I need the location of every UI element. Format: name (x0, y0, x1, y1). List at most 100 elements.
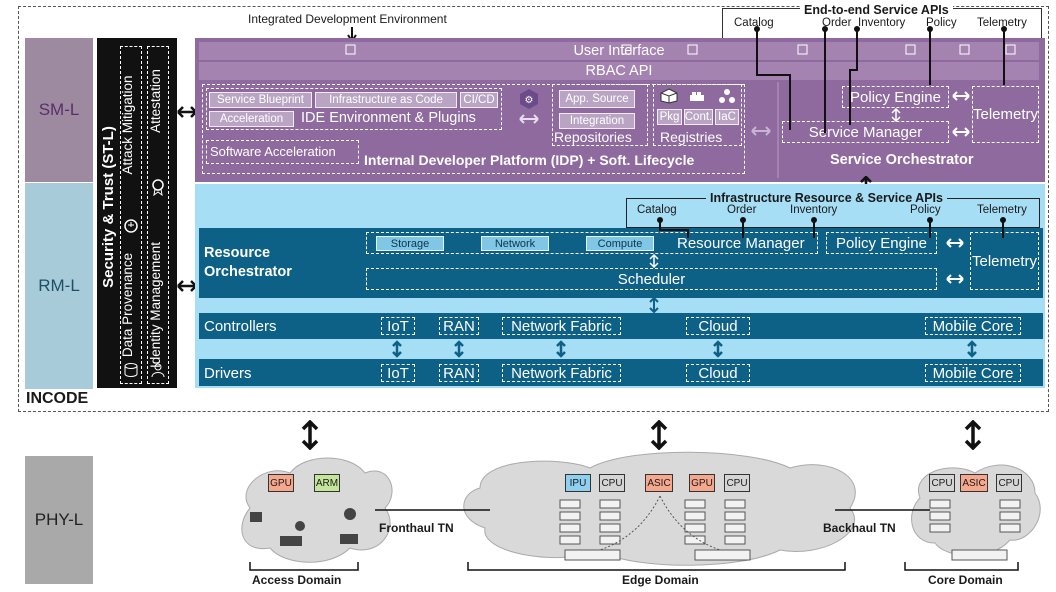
phy-layer-label: PHY-L (25, 456, 93, 584)
e2e-api-connectors (754, 26, 1007, 133)
resource-manager-box (366, 232, 818, 254)
domain-brackets (249, 562, 1019, 571)
registry-cont-chip: Cont. (684, 109, 713, 125)
access-arm-chip: ARM (314, 474, 340, 492)
storage-chip: Storage (376, 236, 444, 251)
stl-sml-double-arrow (177, 106, 197, 118)
server-racks (250, 496, 1021, 561)
database-icon (124, 363, 138, 377)
scheduler-box: Scheduler (366, 268, 937, 290)
e2e-api-telemetry: Telemetry (977, 17, 1027, 29)
controller-network-fabric: Network Fabric (502, 317, 621, 335)
e2e-api-inventory: Inventory (858, 17, 906, 29)
infra-api-order: Order (727, 204, 757, 216)
driver-cloud: Cloud (686, 364, 750, 382)
access-domain-label: Access Domain (252, 573, 342, 587)
rm-scheduler-telemetry-arrow (946, 274, 964, 284)
rm-policy-engine-box: Policy Engine (826, 232, 937, 254)
manager-telemetry-arrow (952, 127, 970, 137)
iac-tool-icon (719, 89, 735, 103)
policy-manager-arrow (891, 108, 901, 122)
rm-scheduler-arrow (649, 254, 659, 268)
ui-api-glyphs (345, 44, 1016, 55)
infra-api-title: Infrastructure Resource & Service APIs (706, 191, 947, 205)
rbac-api-band: RBAC API (199, 62, 1039, 80)
docker-icon (690, 92, 704, 101)
stl-attack-mitigation: Attack Mitigation (120, 75, 135, 175)
infra-api-policy: Policy (910, 204, 941, 216)
edge-cpu-chip-1: CPU (599, 474, 625, 492)
controller-mobile-core: Mobile Core (925, 317, 1021, 335)
drivers-band (199, 359, 1043, 386)
rm-telemetry-box: Telemetry (970, 232, 1039, 290)
repositories-title: Repositories (554, 129, 632, 145)
sm-telemetry-box: Telemetry (972, 86, 1039, 143)
backhaul-label: Backhaul TN (823, 521, 896, 535)
infra-api-telemetry: Telemetry (977, 204, 1027, 216)
driver-iot: IoT (381, 364, 415, 382)
stl-column-left (120, 46, 142, 384)
stl-title: Security & Trust (ST-L) (100, 126, 117, 288)
core-asic-chip: ASIC (960, 474, 988, 492)
idp-box (202, 84, 745, 174)
driver-network-fabric: Network Fabric (502, 364, 621, 382)
policy-engine-box: Policy Engine (842, 86, 949, 108)
edge-cpu-chip-2: CPU (724, 474, 750, 492)
edge-ipu-chip: IPU (565, 474, 591, 492)
registry-iac-chip: IaC (715, 109, 739, 125)
stl-column-right (147, 46, 169, 384)
controller-cloud: Cloud (686, 317, 750, 335)
ide-repo-arrow (519, 114, 539, 124)
package-icon (660, 88, 678, 104)
ide-env-box (206, 88, 502, 130)
controllers-band (199, 313, 1043, 339)
e2e-api-order: Order (822, 17, 852, 29)
idp-orchestrator-arrow (751, 126, 771, 136)
controllers-label: Controllers (204, 318, 277, 335)
core-cpu-chip-1: CPU (929, 474, 955, 492)
cicd-chip: CI/CD (460, 92, 498, 108)
controller-driver-arrows (392, 340, 977, 358)
controller-iot: IoT (381, 317, 415, 335)
e2e-api-title: End-to-end Service APIs (800, 3, 953, 17)
registries-title: Registries (660, 129, 723, 145)
iac-chip: Infrastructure as Code (315, 92, 457, 108)
fronthaul-label: Fronthaul TN (379, 521, 454, 535)
incode-frame (18, 6, 1049, 412)
e2e-api-catalog: Catalog (734, 17, 774, 29)
infra-api-inventory: Inventory (790, 204, 838, 216)
k8s-icon: ⚙ (520, 89, 538, 109)
registries-box (653, 84, 742, 146)
ide-env-label: IDE Environment & Plugins (301, 110, 476, 126)
user-interface-band: User Interface (199, 42, 1039, 60)
users-icon (151, 363, 165, 378)
policy-telemetry-arrow (952, 91, 970, 101)
software-acceleration-box (206, 140, 359, 164)
stl-identity-management: Identity Management (148, 241, 163, 369)
service-orchestrator-panel (777, 82, 1043, 178)
service-orchestrator-title: Service Orchestrator (830, 152, 974, 168)
e2e-api-policy: Policy (926, 17, 957, 29)
idp-title: Internal Developer Platform (IDP) + Soft… (364, 152, 695, 168)
orchestrator-controllers-arrow (649, 297, 659, 313)
stl-rml-double-arrow (177, 280, 197, 292)
software-acceleration-label: Software Acceleration (210, 144, 336, 159)
rm-layer-label: RM-L (25, 183, 93, 389)
driver-ran: RAN (439, 364, 479, 382)
incode-label: INCODE (26, 390, 89, 407)
network-chip: Network (481, 236, 549, 251)
sm-layer-label: SM-L (25, 38, 93, 182)
access-gpu-chip: GPU (268, 474, 294, 492)
app-source-chip: App. Source (559, 90, 635, 108)
registry-pkg-chip: Pkg (657, 109, 682, 125)
driver-mobile-core: Mobile Core (925, 364, 1021, 382)
compute-chip: Compute (586, 236, 654, 251)
edge-asic-chip: ASIC (645, 474, 673, 492)
service-manager-box: Service Manager (782, 121, 949, 143)
rm-phy-arrows (301, 420, 982, 450)
acceleration-chip: Acceleration (209, 111, 294, 127)
stl-data-provenance: Data Provenance (120, 252, 135, 358)
core-domain-label: Core Domain (928, 573, 1003, 587)
core-cpu-chip-2: CPU (996, 474, 1022, 492)
infra-api-connectors (657, 217, 1006, 238)
